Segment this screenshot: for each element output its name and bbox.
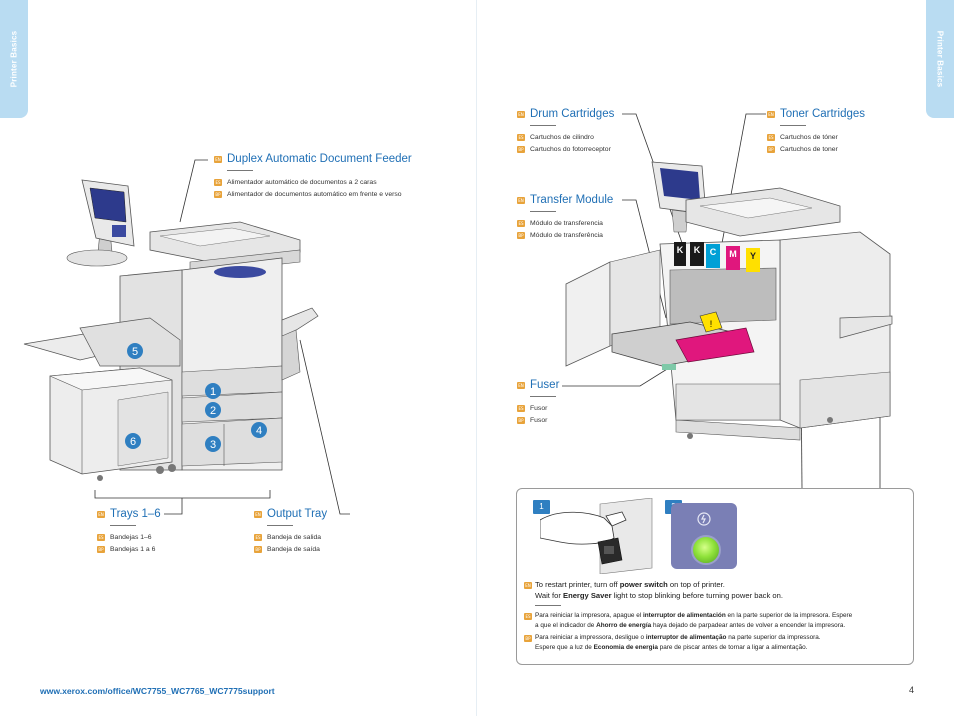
toner-cartridge-m: M bbox=[726, 246, 740, 270]
svg-text:2: 2 bbox=[210, 405, 216, 417]
lang-badge-en: EN bbox=[524, 582, 532, 589]
lang-badge-es: ES bbox=[214, 178, 222, 186]
toner-cartridge-y: Y bbox=[746, 248, 760, 272]
restart-pt-line-1: Para reiniciar a impressora, desligue o … bbox=[535, 634, 821, 641]
trays-pt: Bandejas 1 a 6 bbox=[110, 545, 156, 553]
printer-interior-illustration: ! K K C M Y bbox=[562, 113, 893, 489]
tray-badge-2: 2 bbox=[205, 402, 221, 418]
tray-badge-5: 5 bbox=[127, 343, 143, 359]
fuser-pt: Fusor bbox=[530, 416, 548, 424]
duplex-feeder-pt: Alimentador de documentos automático em … bbox=[227, 190, 402, 198]
lang-badge-es: ES bbox=[517, 133, 525, 141]
lang-badge-en: EN bbox=[767, 110, 775, 118]
lang-badge-es: ES bbox=[517, 404, 525, 412]
tray-badge-4: 4 bbox=[251, 422, 267, 438]
svg-text:1: 1 bbox=[210, 386, 216, 398]
svg-text:!: ! bbox=[710, 319, 713, 329]
side-tab-right: Printer Basics bbox=[926, 0, 954, 118]
energy-saver-light bbox=[691, 535, 721, 565]
side-tab-left: Printer Basics bbox=[0, 0, 28, 118]
lang-badge-es: ES bbox=[524, 613, 532, 620]
svg-text:4: 4 bbox=[256, 425, 262, 437]
lang-badge-pt: BP bbox=[767, 145, 775, 153]
duplex-feeder-callout: EN Duplex Automatic Document Feeder ES Al… bbox=[214, 153, 412, 200]
toner-cartridges-pt: Cartuchos de toner bbox=[780, 145, 838, 153]
svg-text:C: C bbox=[710, 247, 717, 257]
duplex-feeder-title: Duplex Automatic Document Feeder bbox=[227, 153, 412, 165]
restart-pt-line-2: Espere que a luz de Economia de energia … bbox=[535, 644, 808, 651]
page-number: 4 bbox=[909, 685, 915, 695]
lang-badge-en: EN bbox=[517, 196, 525, 204]
restart-en-line-2: Wait for Energy Saver light to stop blin… bbox=[535, 591, 783, 600]
tray-badge-1: 1 bbox=[205, 383, 221, 399]
lang-badge-pt: BP bbox=[517, 231, 525, 239]
support-url-link[interactable]: www.xerox.com/office/WC7755_WC7765_WC777… bbox=[40, 686, 275, 696]
lang-badge-es: ES bbox=[254, 533, 262, 541]
fuser-es: Fusor bbox=[530, 404, 548, 412]
svg-text:K: K bbox=[694, 245, 701, 255]
svg-text:M: M bbox=[729, 249, 737, 259]
toner-cartridges-es: Cartuchos de tóner bbox=[780, 133, 838, 141]
power-icon bbox=[697, 512, 711, 526]
restart-es-line-2: a que el indicador de Ahorro de energía … bbox=[535, 622, 846, 629]
lang-badge-es: ES bbox=[517, 219, 525, 227]
drum-cartridges-title: Drum Cartridges bbox=[530, 108, 615, 120]
page-divider bbox=[476, 0, 477, 716]
output-tray-pt: Bandeja de saída bbox=[267, 545, 320, 553]
output-tray-callout: EN Output Tray ES Bandeja de salida BP Ban… bbox=[254, 508, 327, 555]
svg-text:K: K bbox=[677, 245, 684, 255]
svg-text:3: 3 bbox=[210, 439, 216, 451]
trays-callout: EN Trays 1–6 ES Bandejas 1–6 BP Bandejas 1… bbox=[97, 508, 161, 555]
lang-badge-es: ES bbox=[97, 533, 105, 541]
lang-badge-en: EN bbox=[97, 510, 105, 518]
drum-cartridges-es: Cartuchos de cilindro bbox=[530, 133, 594, 141]
lang-badge-en: EN bbox=[517, 110, 525, 118]
toner-cartridge-c: C bbox=[706, 244, 720, 268]
transfer-module-title: Transfer Module bbox=[530, 194, 614, 206]
side-tab-left-label: Printer Basics bbox=[9, 30, 19, 88]
lang-badge-es: ES bbox=[767, 133, 775, 141]
fuser-callout: EN Fuser ES Fusor BP Fusor bbox=[517, 379, 559, 426]
duplex-feeder-es: Alimentador automático de documentos a 2… bbox=[227, 178, 377, 186]
drum-cartridges-callout: EN Drum Cartridges ES Cartuchos de cilind… bbox=[517, 108, 614, 155]
svg-text:5: 5 bbox=[132, 346, 138, 358]
output-tray-es: Bandeja de salida bbox=[267, 533, 322, 541]
step-badge-1: 1 bbox=[533, 500, 550, 514]
transfer-module-pt: Módulo de transferência bbox=[530, 231, 603, 239]
toner-cartridges-title: Toner Cartridges bbox=[780, 108, 866, 120]
lang-badge-pt: BP bbox=[517, 145, 525, 153]
lang-badge-pt: BP bbox=[517, 416, 525, 424]
energy-saver-button bbox=[671, 503, 737, 569]
toner-cartridge-k2: K bbox=[690, 242, 704, 266]
output-tray-title: Output Tray bbox=[267, 508, 328, 520]
lang-badge-en: EN bbox=[254, 510, 262, 518]
power-switch-hand-illustration bbox=[540, 498, 653, 574]
lang-badge-pt: BP bbox=[214, 190, 222, 198]
lang-badge-en: EN bbox=[214, 155, 222, 163]
svg-text:6: 6 bbox=[130, 436, 136, 448]
transfer-module-es: Módulo de transferencia bbox=[530, 219, 603, 227]
restart-es-line-1: Para reiniciar la impresora, apague el i… bbox=[535, 612, 853, 619]
fuser-title: Fuser bbox=[530, 379, 560, 391]
tray-badge-3: 3 bbox=[205, 436, 221, 452]
svg-text:Y: Y bbox=[750, 251, 756, 261]
lang-badge-pt: BP bbox=[254, 545, 262, 553]
toner-cartridge-k1: K bbox=[674, 242, 686, 266]
lang-badge-en: EN bbox=[517, 381, 525, 389]
side-tab-right-label: Printer Basics bbox=[935, 30, 945, 88]
lang-badge-pt: BP bbox=[524, 635, 532, 642]
trays-es: Bandejas 1–6 bbox=[110, 533, 152, 541]
toner-cartridges-callout: EN Toner Cartridges ES Cartuchos de tóner… bbox=[767, 108, 865, 155]
tray-badge-6: 6 bbox=[125, 433, 141, 449]
drum-cartridges-pt: Cartuchos do fotorreceptor bbox=[530, 145, 611, 153]
printer-exterior-illustration: 1 2 3 4 5 6 bbox=[23, 159, 350, 515]
trays-title: Trays 1–6 bbox=[110, 508, 161, 520]
lang-badge-pt: BP bbox=[97, 545, 105, 553]
transfer-module-callout: EN Transfer Module ES Módulo de transfere… bbox=[517, 194, 613, 241]
restart-en-line-1: To restart printer, turn off power switc… bbox=[535, 580, 725, 589]
